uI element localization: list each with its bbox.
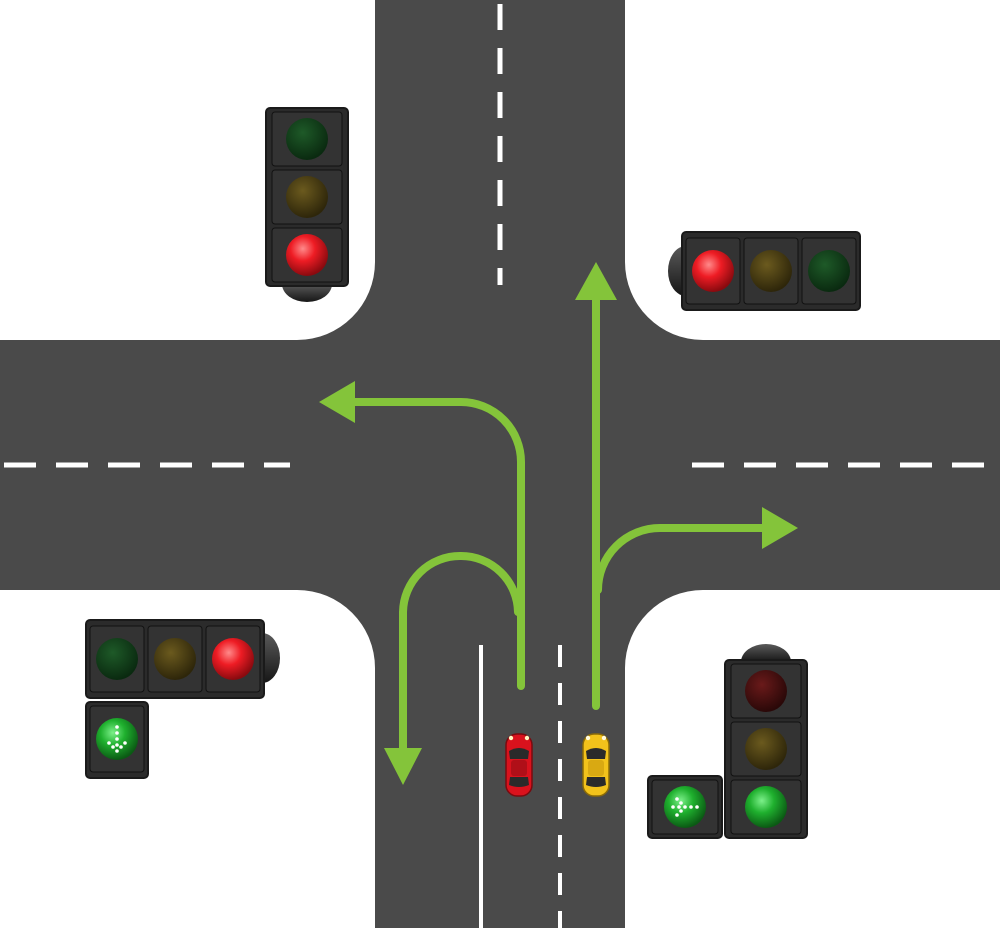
lamp-red [692, 250, 734, 292]
lamp-red [745, 670, 787, 712]
route-straight [575, 262, 617, 710]
lamp-yellow [154, 638, 196, 680]
light-hood [262, 633, 280, 683]
lamp-green [96, 638, 138, 680]
traffic-light-south-east [647, 644, 808, 839]
lamp-yellow [750, 250, 792, 292]
lamp-red [286, 234, 328, 276]
lamp-yellow [745, 728, 787, 770]
light-hood [741, 644, 791, 662]
yellow-car [582, 733, 610, 797]
arrow-left-icon [671, 797, 699, 817]
traffic-light-north-east [668, 231, 861, 311]
traffic-light-north-west [265, 107, 349, 302]
arrow-down-icon [107, 725, 127, 753]
lamp-red [212, 638, 254, 680]
route-left-turn [319, 381, 525, 690]
route-right-turn [594, 507, 798, 594]
lamp-green [286, 118, 328, 160]
lamp-yellow [286, 176, 328, 218]
red-car [505, 733, 533, 797]
traffic-light-south-west [85, 619, 280, 779]
lamp-green [745, 786, 787, 828]
route-arrows [319, 262, 798, 785]
lamp-green [808, 250, 850, 292]
light-hood [282, 284, 332, 302]
route-u-turn [384, 552, 522, 785]
